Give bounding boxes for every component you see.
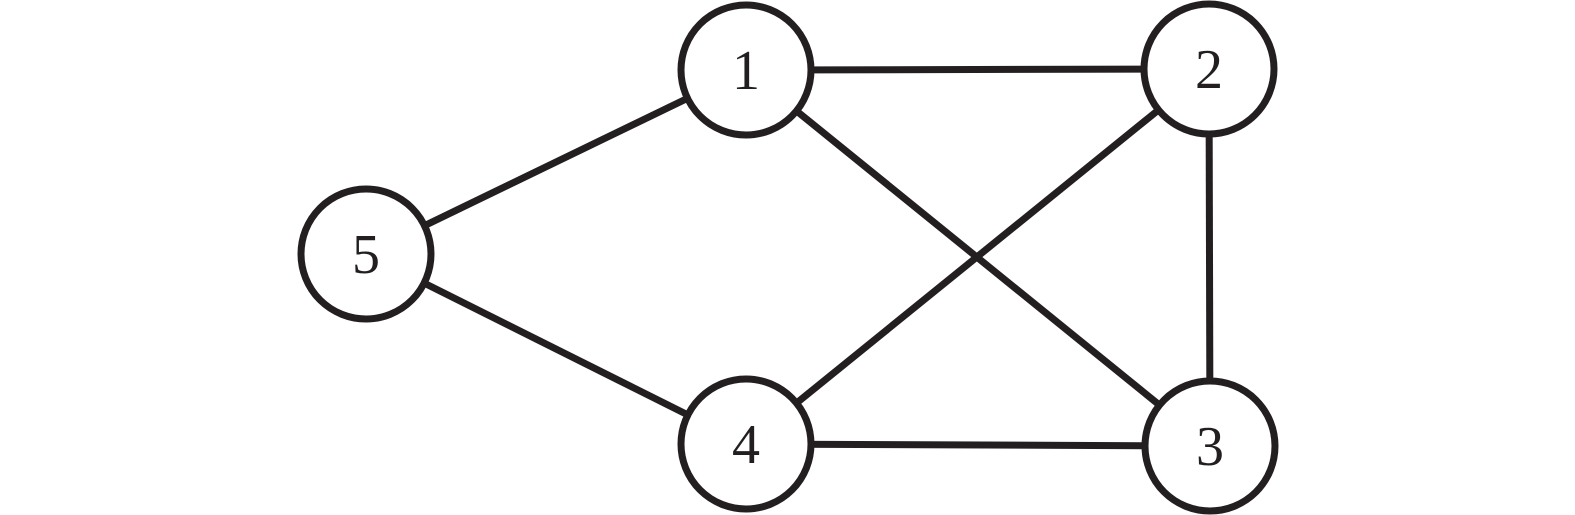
graph-node-3: 3 [1141, 377, 1279, 515]
node-label-1: 1 [732, 40, 760, 102]
node-circle-4 [677, 375, 815, 513]
node-circle-5 [297, 185, 435, 323]
graph-node-2: 2 [1140, 0, 1278, 138]
node-label-2: 2 [1195, 39, 1223, 101]
edge-4-3 [745, 440, 1211, 450]
node-circle-2 [1140, 0, 1278, 138]
edge-2-4 [743, 66, 1212, 447]
node-circle-3 [1141, 377, 1279, 515]
graph-node-4: 4 [677, 375, 815, 513]
graph-node-5: 5 [297, 185, 435, 323]
node-circle-1 [677, 1, 815, 139]
node-label-4: 4 [732, 414, 760, 476]
node-label-5: 5 [352, 224, 380, 286]
edge-5-4 [364, 250, 748, 448]
edge-5-1 [364, 66, 748, 258]
node-label-3: 3 [1196, 416, 1224, 478]
edge-1-2 [745, 65, 1210, 74]
graph-node-1: 1 [677, 1, 815, 139]
